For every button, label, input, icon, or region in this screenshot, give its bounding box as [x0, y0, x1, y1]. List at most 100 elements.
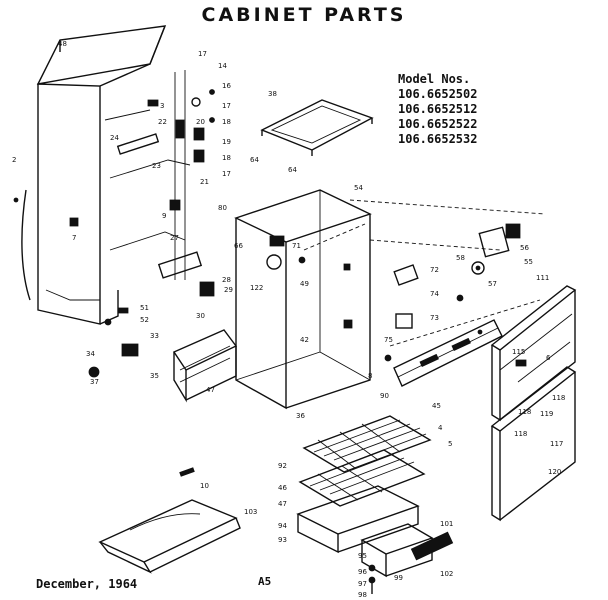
cabinet-shell: [21, 25, 191, 325]
part-label: 17: [222, 102, 231, 110]
breaker-strip: [393, 319, 503, 387]
part-label: 118: [514, 430, 527, 438]
part-label: 94: [278, 522, 287, 530]
part-label: 66: [234, 242, 243, 250]
model-number: 106.6652522: [398, 117, 478, 131]
model-number: 106.6652502: [398, 87, 478, 101]
part-label: 7: [72, 234, 76, 242]
part-label: 64: [250, 156, 259, 164]
part-label: 27: [170, 234, 179, 242]
part-label: 21: [200, 178, 209, 186]
part-label: 9: [162, 212, 166, 220]
crisper-pans: [296, 485, 454, 594]
part-label: 37: [90, 378, 99, 386]
part-label: 28: [222, 276, 231, 284]
part-label: 49: [300, 280, 309, 288]
part-label: 5: [448, 440, 452, 448]
part-label: 46: [278, 484, 287, 492]
part-label: 42: [300, 336, 309, 344]
part-label: 64: [288, 166, 297, 174]
model-numbers-block: Model Nos. 106.6652502 106.6652512 106.6…: [398, 72, 477, 147]
part-label: 4: [438, 424, 443, 432]
part-label: 90: [380, 392, 389, 400]
drip-tray: [98, 467, 241, 574]
wire-shelves: [298, 415, 432, 507]
revision-date: December, 1964: [36, 577, 138, 591]
part-label: 38: [268, 90, 277, 98]
part-label: 55: [524, 258, 533, 266]
model-number: 106.6652532: [398, 132, 478, 146]
part-label: 95: [358, 552, 367, 560]
part-label: 97: [358, 580, 367, 588]
part-label: 52: [140, 316, 149, 324]
part-label: 3: [160, 102, 164, 110]
leader-lines: [303, 199, 546, 347]
part-label: 16: [222, 82, 231, 90]
part-label: 47: [206, 386, 215, 394]
part-label: 92: [278, 462, 287, 470]
part-label: 122: [250, 284, 263, 292]
part-label: 117: [550, 440, 563, 448]
diagram-title: CABINET PARTS: [201, 4, 407, 26]
part-label: 45: [432, 402, 441, 410]
part-label: 33: [150, 332, 159, 340]
freezer-drawer: [172, 329, 238, 403]
part-label: 115: [512, 348, 525, 356]
part-label: 102: [440, 570, 453, 578]
part-label: 47: [278, 500, 287, 508]
hinge-and-control-parts: [384, 223, 521, 362]
part-label: 119: [540, 410, 553, 418]
model-heading: Model Nos.: [398, 72, 471, 86]
part-label: 18: [222, 118, 231, 126]
part-label: 29: [224, 286, 233, 294]
part-label: 24: [110, 134, 119, 142]
part-label: 17: [198, 50, 207, 58]
part-label: 18: [222, 154, 231, 162]
part-label: 73: [430, 314, 439, 322]
part-label: 56: [520, 244, 529, 252]
part-label: 80: [218, 204, 227, 212]
part-label: 17: [222, 170, 231, 178]
page-code: A5: [258, 575, 272, 588]
part-label: 14: [218, 62, 227, 70]
part-label: 6: [546, 354, 551, 362]
part-label: 30: [196, 312, 205, 320]
part-label: 75: [384, 336, 393, 344]
part-label: 96: [358, 568, 367, 576]
part-label: 8: [368, 372, 372, 380]
part-label: 23: [152, 162, 161, 170]
part-label: 118: [518, 408, 531, 416]
part-label: 20: [196, 118, 205, 126]
part-label: 118: [552, 394, 565, 402]
freezer-liner: [234, 189, 372, 410]
cabinet-hardware: [13, 89, 215, 378]
part-label: 48: [58, 40, 67, 48]
part-label: 98: [358, 591, 367, 599]
part-label: 101: [440, 520, 453, 528]
part-label: 93: [278, 536, 287, 544]
part-label: 34: [86, 350, 95, 358]
part-label: 103: [244, 508, 257, 516]
part-label: 51: [140, 304, 149, 312]
part-label: 71: [292, 242, 301, 250]
part-label: 22: [158, 118, 167, 126]
part-label: 35: [150, 372, 159, 380]
crisper-cover: [260, 99, 374, 156]
part-label: 99: [394, 574, 403, 582]
part-label: 54: [354, 184, 363, 192]
part-label: 36: [296, 412, 305, 420]
part-label: 74: [430, 290, 439, 298]
part-label: 58: [456, 254, 465, 262]
part-label: 72: [430, 266, 439, 274]
part-label: 10: [200, 482, 209, 490]
part-label: 57: [488, 280, 497, 288]
part-number-labels: 48 2 7 17 14 16 17 18 19 18 17 20 21 22 …: [12, 40, 565, 599]
part-label: 19: [222, 138, 231, 146]
part-label: 120: [548, 468, 561, 476]
part-label: 111: [536, 274, 549, 282]
door-panels: [490, 285, 577, 522]
part-label: 2: [12, 156, 16, 164]
model-number: 106.6652512: [398, 102, 478, 116]
